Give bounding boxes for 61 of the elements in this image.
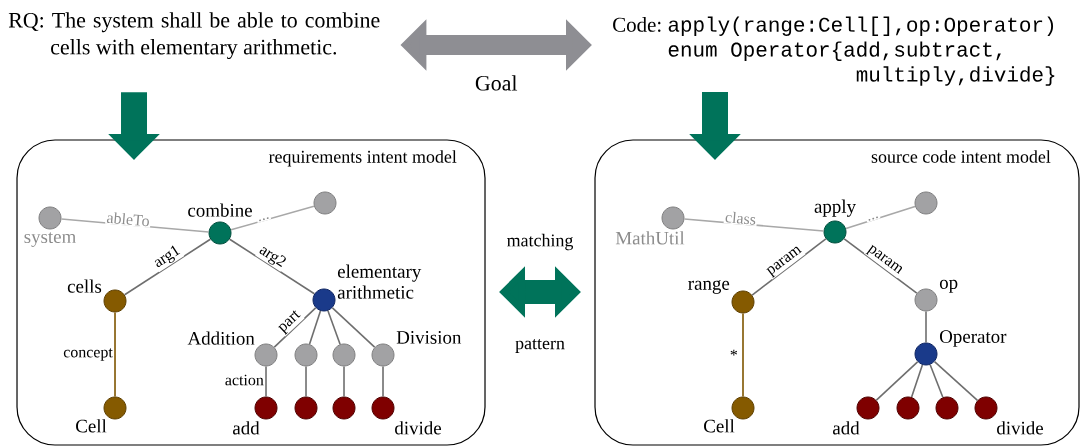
connector-line (273, 307, 317, 348)
connector-line (114, 311, 116, 398)
node-label: Cell (704, 419, 735, 433)
node-label: apply (814, 199, 856, 217)
node-label: Addition (187, 331, 255, 345)
connector-line (751, 238, 827, 296)
graph-node (332, 343, 356, 367)
connector-line (843, 238, 918, 294)
connector-line (910, 364, 924, 398)
node-label: Operator (940, 330, 1007, 347)
edge-label: arg2 (259, 247, 286, 267)
node-label: MathUtil (615, 231, 685, 245)
edge-label: concept (63, 348, 113, 361)
node-label: add (833, 421, 860, 435)
edge-label: arg1 (154, 245, 181, 268)
node-label: range (688, 280, 730, 294)
connector-line (327, 310, 341, 345)
code-text: Code: apply(range:Cell[],op:Operator) enum Operator{add,subtract, multiply,divide} (613, 16, 1055, 86)
node-label: elementary arithmetic (337, 264, 422, 299)
graph-node (896, 396, 920, 420)
connector-line (230, 205, 315, 231)
graph-node (914, 191, 938, 215)
connector-line (929, 363, 944, 399)
arrow-caption: pattern (515, 339, 565, 353)
node-label: divide (997, 421, 1043, 435)
connector-line (123, 238, 212, 296)
connector-line (845, 205, 916, 230)
node-label: Division (396, 331, 462, 344)
edge-label: * (730, 349, 738, 356)
node-label: cells (67, 279, 102, 293)
connector-line (875, 361, 919, 401)
edge-label: class (725, 211, 756, 225)
connector-line (933, 360, 979, 402)
node-label: Cell (76, 419, 107, 433)
edge-label: action (225, 374, 264, 386)
connector-line (925, 310, 927, 344)
node-label: combine (188, 203, 252, 217)
edge-label: ... (259, 217, 269, 222)
node-label: add (233, 421, 260, 435)
node-label: op (939, 279, 958, 293)
connector-line (382, 365, 384, 398)
graph-node (294, 343, 318, 367)
graph-node (294, 396, 318, 420)
node-label: system (24, 232, 76, 247)
connector-line (742, 312, 744, 398)
graph-node (332, 396, 356, 420)
connector-line (308, 310, 322, 345)
edge-label: part (278, 310, 301, 335)
graph-node (313, 191, 337, 215)
connector-line (343, 365, 345, 398)
connector-line (331, 307, 376, 348)
arrow-caption: matching (507, 233, 574, 251)
node-label: divide (395, 421, 441, 435)
edge-label: ableTo (106, 212, 149, 227)
edge-label: Goal (475, 75, 518, 91)
edge-label: ... (868, 216, 878, 221)
graph-node (935, 396, 959, 420)
connector-line (228, 238, 316, 295)
requirement-text: RQ: The system shall be able to combine cells with elementary arithmetic. (8, 12, 380, 60)
connector-line (305, 365, 307, 398)
connector-line (265, 365, 267, 398)
